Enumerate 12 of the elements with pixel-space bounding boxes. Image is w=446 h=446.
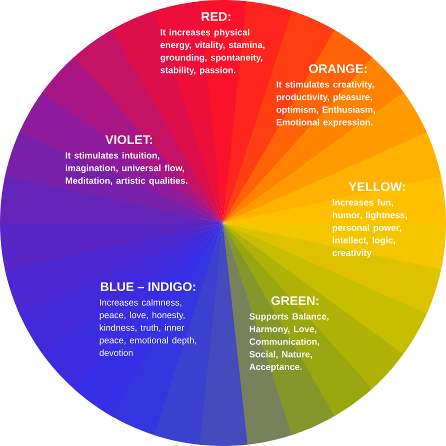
heading: BLUE – INDIGO: xyxy=(100,282,196,292)
description: It stimulates creativity, productivity, pleasure, optimism, Enthusiasm, Emotional expression. xyxy=(276,81,375,128)
description: It stimulates intuition, imagination, universal flow, Meditation, artistic qualities. xyxy=(66,152,188,186)
heading: VIOLET: xyxy=(105,135,152,144)
description: It increases physical energy, vitality, stamina, grounding, spontaneity, stability, passion. xyxy=(160,28,264,76)
heading: ORANGE: xyxy=(309,64,367,74)
description: Increases calmness, peace, love, honesty, kindness, truth, inner peace, emotional depth, devotion xyxy=(100,299,196,356)
heading: GREEN: xyxy=(271,296,318,306)
description: Increases fun, humor, lightness, personal power, intellect, logic, creativity xyxy=(332,199,407,258)
description: Supports Balance, Harmony, Love, Communication, Social, Nature, Acceptance. xyxy=(249,313,328,372)
heading: YELLOW: xyxy=(348,182,405,192)
heading: RED: xyxy=(202,12,230,21)
